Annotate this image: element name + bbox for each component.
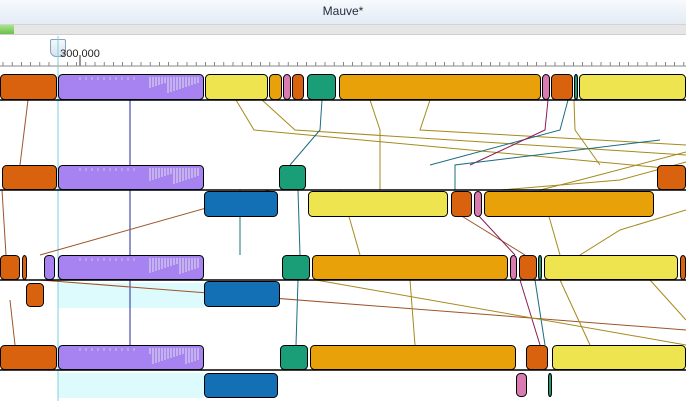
lcb-block: [552, 345, 686, 370]
lcb-block: [451, 191, 472, 217]
lcb-connector-line: [315, 279, 686, 346]
lcb-connector-line: [649, 279, 686, 321]
lcb-block: [310, 345, 516, 370]
lcb-block: [579, 74, 686, 100]
lcb-block: [0, 255, 20, 280]
lcb-connector-line: [9, 299, 16, 346]
lcb-connector-line: [297, 189, 301, 256]
lcb-block: [551, 74, 573, 100]
lcb-block: [510, 255, 517, 280]
lcb-connector-line: [469, 99, 549, 166]
lcb-block: [574, 74, 578, 100]
lcb-connector-line: [459, 214, 526, 256]
lcb-block: [657, 165, 686, 190]
lcb-block: [22, 255, 27, 280]
lcb-connector-line: [539, 151, 686, 191]
lcb-block: [204, 191, 278, 217]
lcb-block: [680, 255, 686, 280]
lcb-block: [544, 255, 678, 280]
lcb-connector-line: [454, 139, 661, 190]
lcb-connector-line: [477, 214, 516, 256]
lcb-connector-line: [235, 99, 686, 171]
lcb-block: [204, 373, 278, 398]
lcb-connector-line: [295, 279, 299, 346]
lcb-block: [205, 74, 268, 100]
lcb-block: [307, 74, 336, 100]
lcb-connector-line: [39, 279, 686, 331]
lcb-block: [308, 191, 448, 217]
lcb-block: [280, 345, 308, 370]
lcb-connector-line: [289, 99, 323, 166]
lcb-block: [339, 74, 541, 100]
lcb-block: [279, 165, 306, 190]
lcb-block: [292, 74, 304, 100]
lcb-block: [0, 74, 57, 100]
lcb-connector-line: [519, 279, 541, 346]
lcb-connector-line: [559, 279, 591, 346]
lcb-block: [283, 74, 291, 100]
lcb-connector-line: [409, 279, 416, 346]
progress-bar: [0, 24, 686, 35]
lcb-block: [44, 255, 55, 280]
lcb-block: [474, 191, 482, 217]
lcb-block: [548, 373, 552, 397]
lcb-connector-line: [534, 279, 546, 346]
lcb-block: [282, 255, 310, 280]
lcb-block: [542, 74, 550, 100]
lcb-connector-line: [19, 99, 29, 166]
lcb-connector-line: [419, 99, 686, 146]
lcb-block: [58, 74, 204, 100]
lcb-block: [26, 283, 44, 307]
lcb-connector-line: [369, 99, 381, 190]
highlight-region: [58, 373, 204, 398]
coordinate-ruler[interactable]: 300,000400,000500,000600,000700,000800,0…: [0, 35, 686, 67]
lcb-block: [58, 345, 204, 370]
lcb-block: [2, 165, 57, 190]
lcb-block: [516, 373, 527, 397]
title-bar: Mauve*: [0, 0, 686, 24]
lcb-connector-line: [573, 99, 601, 166]
lcb-block: [0, 345, 57, 370]
progress-fill: [0, 25, 14, 34]
window-title: Mauve*: [322, 4, 364, 18]
lcb-block: [519, 255, 537, 280]
lcb-block: [58, 255, 204, 280]
lcb-connector-line: [579, 209, 686, 256]
lcb-block: [269, 74, 282, 100]
lcb-connector-line: [1, 189, 7, 256]
lcb-connector-line: [429, 99, 569, 166]
ruler-tick-label: 300,000: [60, 48, 100, 60]
lcb-block: [204, 281, 280, 307]
lcb-block: [58, 165, 204, 190]
lcb-block: [526, 345, 548, 370]
lcb-block: [538, 255, 542, 280]
lcb-block: [484, 191, 654, 217]
lcb-block: [312, 255, 508, 280]
lcb-connector-line: [261, 99, 686, 156]
